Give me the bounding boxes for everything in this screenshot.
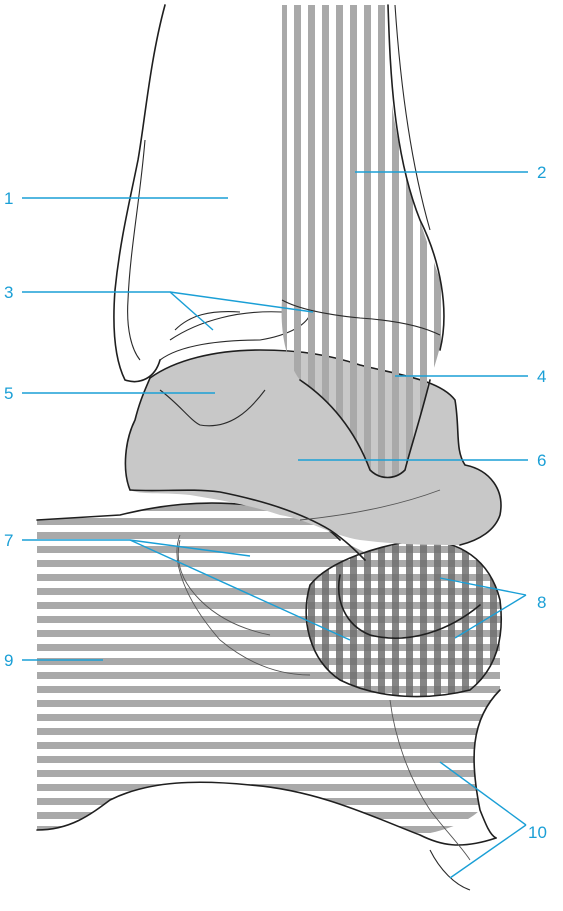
- label-5: 5: [4, 384, 13, 403]
- label-8: 8: [537, 593, 546, 612]
- label-1: 1: [4, 189, 13, 208]
- label-6: 6: [537, 451, 546, 470]
- label-9: 9: [4, 651, 13, 670]
- label-10: 10: [528, 823, 547, 842]
- label-3: 3: [4, 283, 13, 302]
- tibia: [114, 5, 310, 382]
- label-7: 7: [4, 531, 13, 550]
- label-2: 2: [537, 163, 546, 182]
- label-4: 4: [537, 367, 546, 386]
